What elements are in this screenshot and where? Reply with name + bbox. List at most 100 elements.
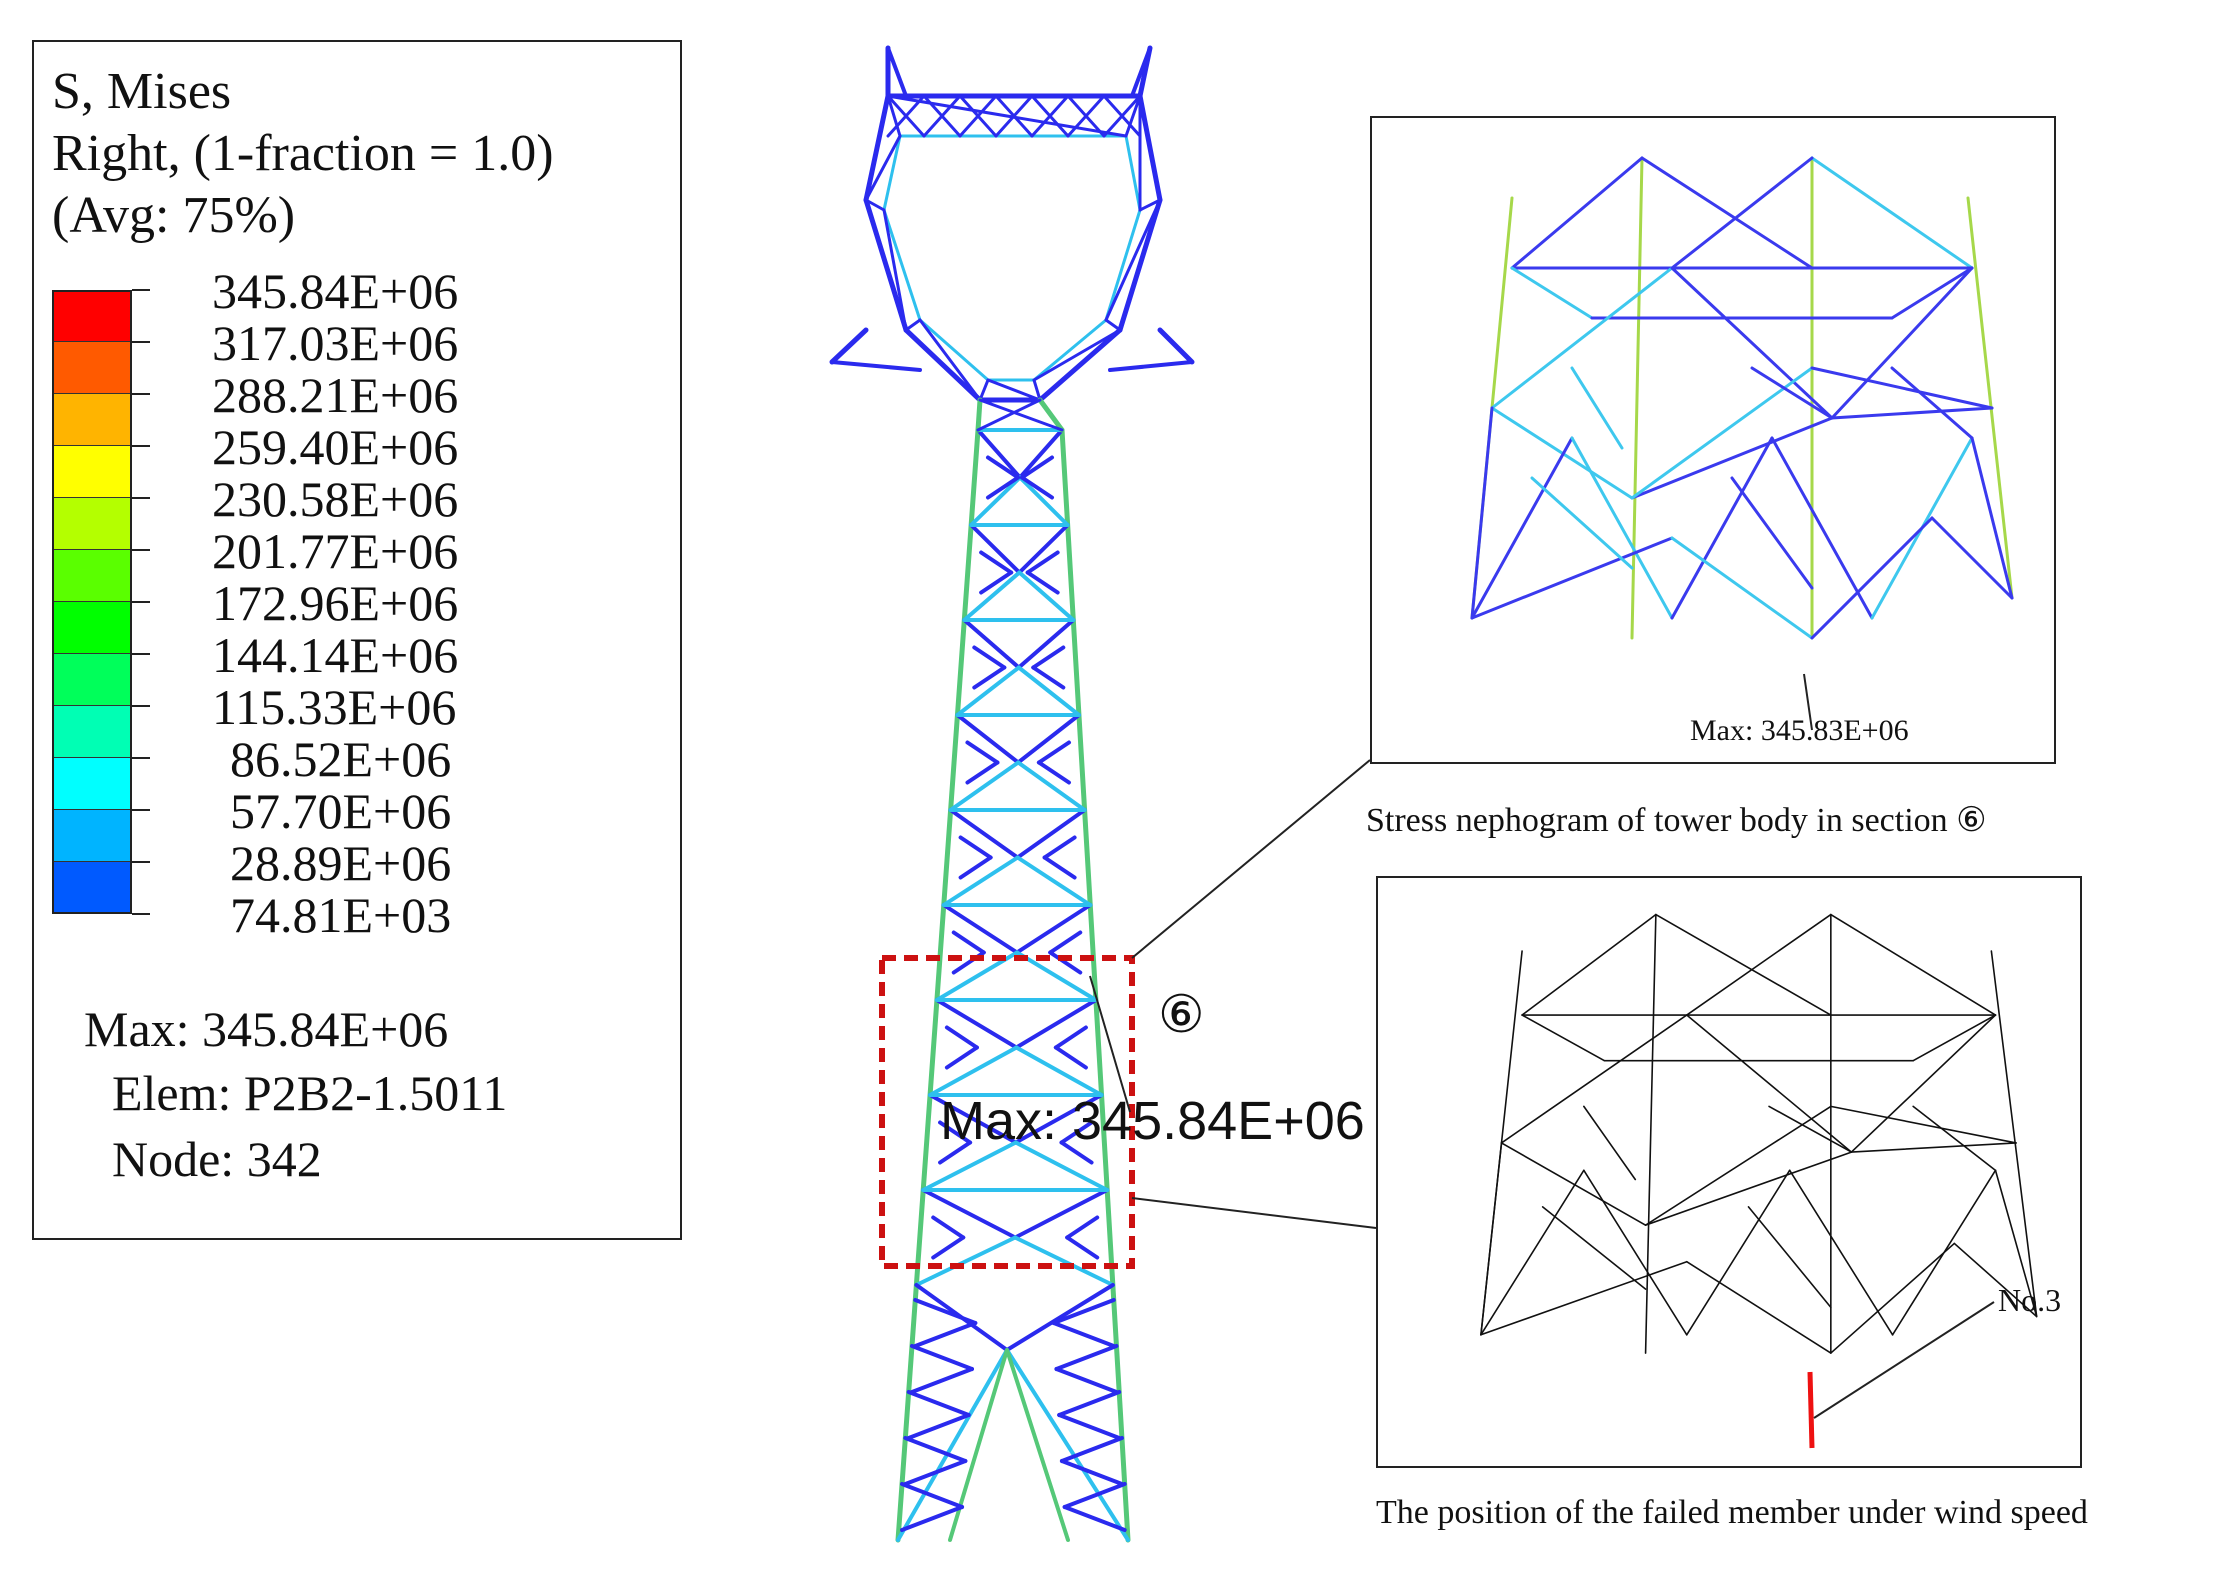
tower-member (978, 378, 990, 402)
tower-member (958, 94, 998, 138)
tower-member (1054, 1367, 1119, 1394)
tower-member (922, 94, 962, 138)
inset-truss-member (1583, 1169, 1688, 1336)
tower-member (1130, 46, 1152, 98)
tower-member (944, 1045, 979, 1070)
section-6-highlight-box (879, 955, 1135, 1269)
tower-member (948, 808, 1020, 860)
color-scale-label: 345.84E+06 (212, 263, 459, 319)
inset-truss-member (1500, 1142, 1647, 1226)
tower-member (965, 760, 1000, 785)
color-scale-label: 144.14E+06 (212, 627, 459, 683)
tower-member (979, 550, 1014, 575)
inset-truss-member (1670, 156, 1814, 270)
tower-member (1108, 360, 1194, 372)
tower-member (1016, 760, 1087, 812)
color-scale-tick (132, 705, 150, 707)
inset-truss-member (1730, 476, 1814, 590)
inset-truss-member (1640, 156, 1814, 270)
color-scale-label: 317.03E+06 (212, 315, 459, 371)
tower-member (976, 428, 1022, 480)
tower-member (830, 360, 922, 372)
inset-truss-member (1912, 1014, 1997, 1062)
tower-member (1065, 1235, 1100, 1260)
tower-member (938, 1120, 973, 1145)
inset-truss-member (1685, 1260, 1832, 1354)
color-scale-band (52, 290, 132, 342)
tower-member (1018, 475, 1070, 527)
tower-member (886, 46, 908, 98)
inset-truss-member (1583, 1105, 1637, 1181)
color-scale-tick (132, 757, 150, 759)
inset-truss-member (1750, 366, 1834, 420)
inset-truss-member (1810, 516, 1934, 640)
color-scale-label: 259.40E+06 (212, 419, 459, 475)
tower-member (906, 1390, 971, 1417)
color-scale-tick (132, 393, 150, 395)
color-scale-tick (132, 341, 150, 343)
tower-member (864, 134, 902, 202)
inset-truss-member (1480, 1260, 1688, 1336)
inset-truss-member (1470, 436, 1574, 620)
tower-member (904, 318, 922, 332)
inset-truss-member (1490, 266, 1674, 410)
inset-truss-member (1990, 950, 2038, 1318)
tower-member (1066, 94, 1106, 138)
tower-member (1104, 318, 1122, 332)
inset-truss-member (1670, 436, 1774, 620)
tower-member (882, 134, 902, 212)
tower-max-stress-annotation: Max: 345.84E+06 (940, 1091, 1365, 1151)
inset-truss-member (1541, 1206, 1647, 1290)
tower-member (909, 1344, 974, 1371)
tower-member (1025, 550, 1060, 575)
color-scale-label: 74.81E+03 (230, 887, 452, 943)
section-6-marker: ⑥ (1158, 985, 1205, 1045)
tower-member (1032, 328, 1122, 382)
tower-member (903, 1459, 968, 1486)
tower-member (978, 398, 1064, 432)
inset-truss-member (1830, 1105, 2017, 1144)
color-scale-band (52, 706, 132, 758)
tower-member (1059, 1120, 1094, 1145)
tower-member (1059, 1459, 1124, 1486)
inset-truss-member (1480, 1169, 1585, 1336)
color-scale-tick (132, 861, 150, 863)
tower-member (931, 1235, 966, 1260)
tower-member (1117, 197, 1163, 333)
color-scale-label: 288.21E+06 (212, 367, 459, 423)
legend-title-variable: S, Mises (52, 63, 232, 120)
tower-member (951, 930, 986, 955)
tower-member (931, 1215, 966, 1240)
inset-truss-member (1685, 913, 1832, 1016)
tower-member (1016, 713, 1081, 765)
tower-member (976, 398, 1042, 432)
inset-truss-member (1570, 366, 1624, 450)
tower-member (882, 208, 908, 332)
tower-member (1005, 1348, 1130, 1542)
inset-truss-member (1890, 366, 1974, 440)
tower-member (1059, 427, 1131, 1543)
tower-member (941, 855, 1020, 907)
color-scale-label: 230.58E+06 (212, 471, 459, 527)
color-scale-band (52, 654, 132, 706)
tower-member (900, 1505, 965, 1532)
tower-member (1037, 397, 1065, 433)
inset-truss-member (1630, 366, 1814, 500)
callout-line-to-stress-inset (1131, 759, 1371, 959)
color-scale-tick (132, 549, 150, 551)
tower-member (895, 427, 981, 1543)
tower-member (921, 1140, 1018, 1192)
inset-truss-member (1670, 266, 1834, 420)
tower-member (886, 94, 926, 138)
legend-element-id: Elem: P2B2-1.5011 (112, 1065, 508, 1121)
tower-member (934, 998, 1019, 1050)
inset-truss-member (1480, 1142, 1503, 1336)
tower-member (1020, 475, 1054, 500)
tower-member (1037, 327, 1123, 403)
tower-member (1018, 428, 1064, 480)
color-scale-band (52, 550, 132, 602)
tower-member (1015, 950, 1098, 1002)
tower-member (1048, 950, 1083, 975)
tower-member (1065, 1215, 1100, 1240)
inset-truss-member (1850, 1014, 1997, 1153)
